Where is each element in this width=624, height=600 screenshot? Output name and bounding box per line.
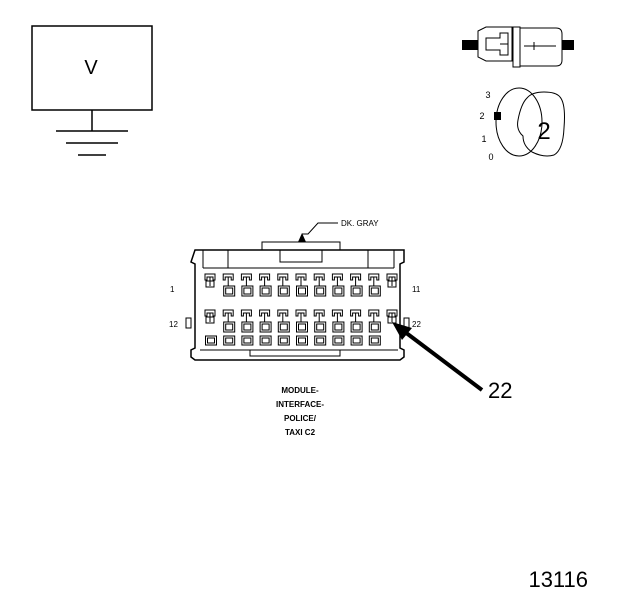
connector-name-line-1: MODULE- [281,386,319,395]
voltmeter: V [31,25,153,156]
connector-face [185,241,410,361]
ground-symbol-icon [56,130,128,156]
callout-arrow-shaft [403,330,484,392]
terminal-cavity [313,273,327,297]
terminal-cavity [240,309,254,346]
probe-connector-icon [462,26,574,68]
terminal-cavity [368,273,381,297]
switch-dial [495,87,543,157]
terminal-cavity [331,273,345,297]
terminal-cavities [204,273,398,346]
switch-position-3: 3 [485,90,490,100]
meter-label: V [84,57,98,79]
wire-color-callout: DK. GRAY [298,219,379,242]
connector-name-line-2: INTERFACE- [276,400,324,409]
figure-number: 13116 [528,567,588,592]
terminal-cavity [222,309,236,346]
terminal-cavity [277,273,290,297]
pin-callout: 22 [392,322,512,403]
connector-housing [190,249,405,361]
terminal-cavity [313,309,327,346]
terminal-cavity [204,273,216,288]
terminal-cavity [368,309,381,346]
pin-label-bottom-right: 22 [412,320,421,329]
terminal-cavity [386,309,398,324]
pin-label-top-right: 11 [412,285,421,294]
terminal-cavity [350,309,363,346]
terminal-cavity [386,273,398,288]
switch-selected-label: 2 [537,118,550,145]
terminal-cavity [259,309,272,346]
terminal-cavity [350,273,363,297]
callout-arrow-head-icon [392,322,412,340]
pin-label-top-left: 1 [170,285,175,294]
terminal-cavity [259,273,272,297]
connector-name-line-3: POLICE/ [284,414,317,423]
switch-position-0: 0 [488,152,493,162]
terminal-cavity [295,309,308,346]
connector-name-line-4: TAXI C2 [285,428,316,437]
terminal-cavity [204,309,217,346]
terminal-cavity [331,309,345,346]
terminal-cavity [222,273,236,297]
connector-name: MODULE- INTERFACE- POLICE/ TAXI C2 [276,386,324,437]
terminal-cavity [277,309,290,346]
wire-color-label: DK. GRAY [341,219,379,228]
arrow-head-icon [298,233,306,242]
switch-position-2: 2 [479,111,484,121]
pin-label-bottom-left: 12 [169,320,178,329]
switch-knob [517,91,565,157]
rotary-switch: 3 2 1 0 2 [479,87,565,162]
terminal-cavity [295,273,308,297]
switch-position-1: 1 [481,134,486,144]
switch-pointer-icon [494,112,501,120]
terminal-cavity [240,273,254,297]
callout-pin-number: 22 [488,378,512,403]
